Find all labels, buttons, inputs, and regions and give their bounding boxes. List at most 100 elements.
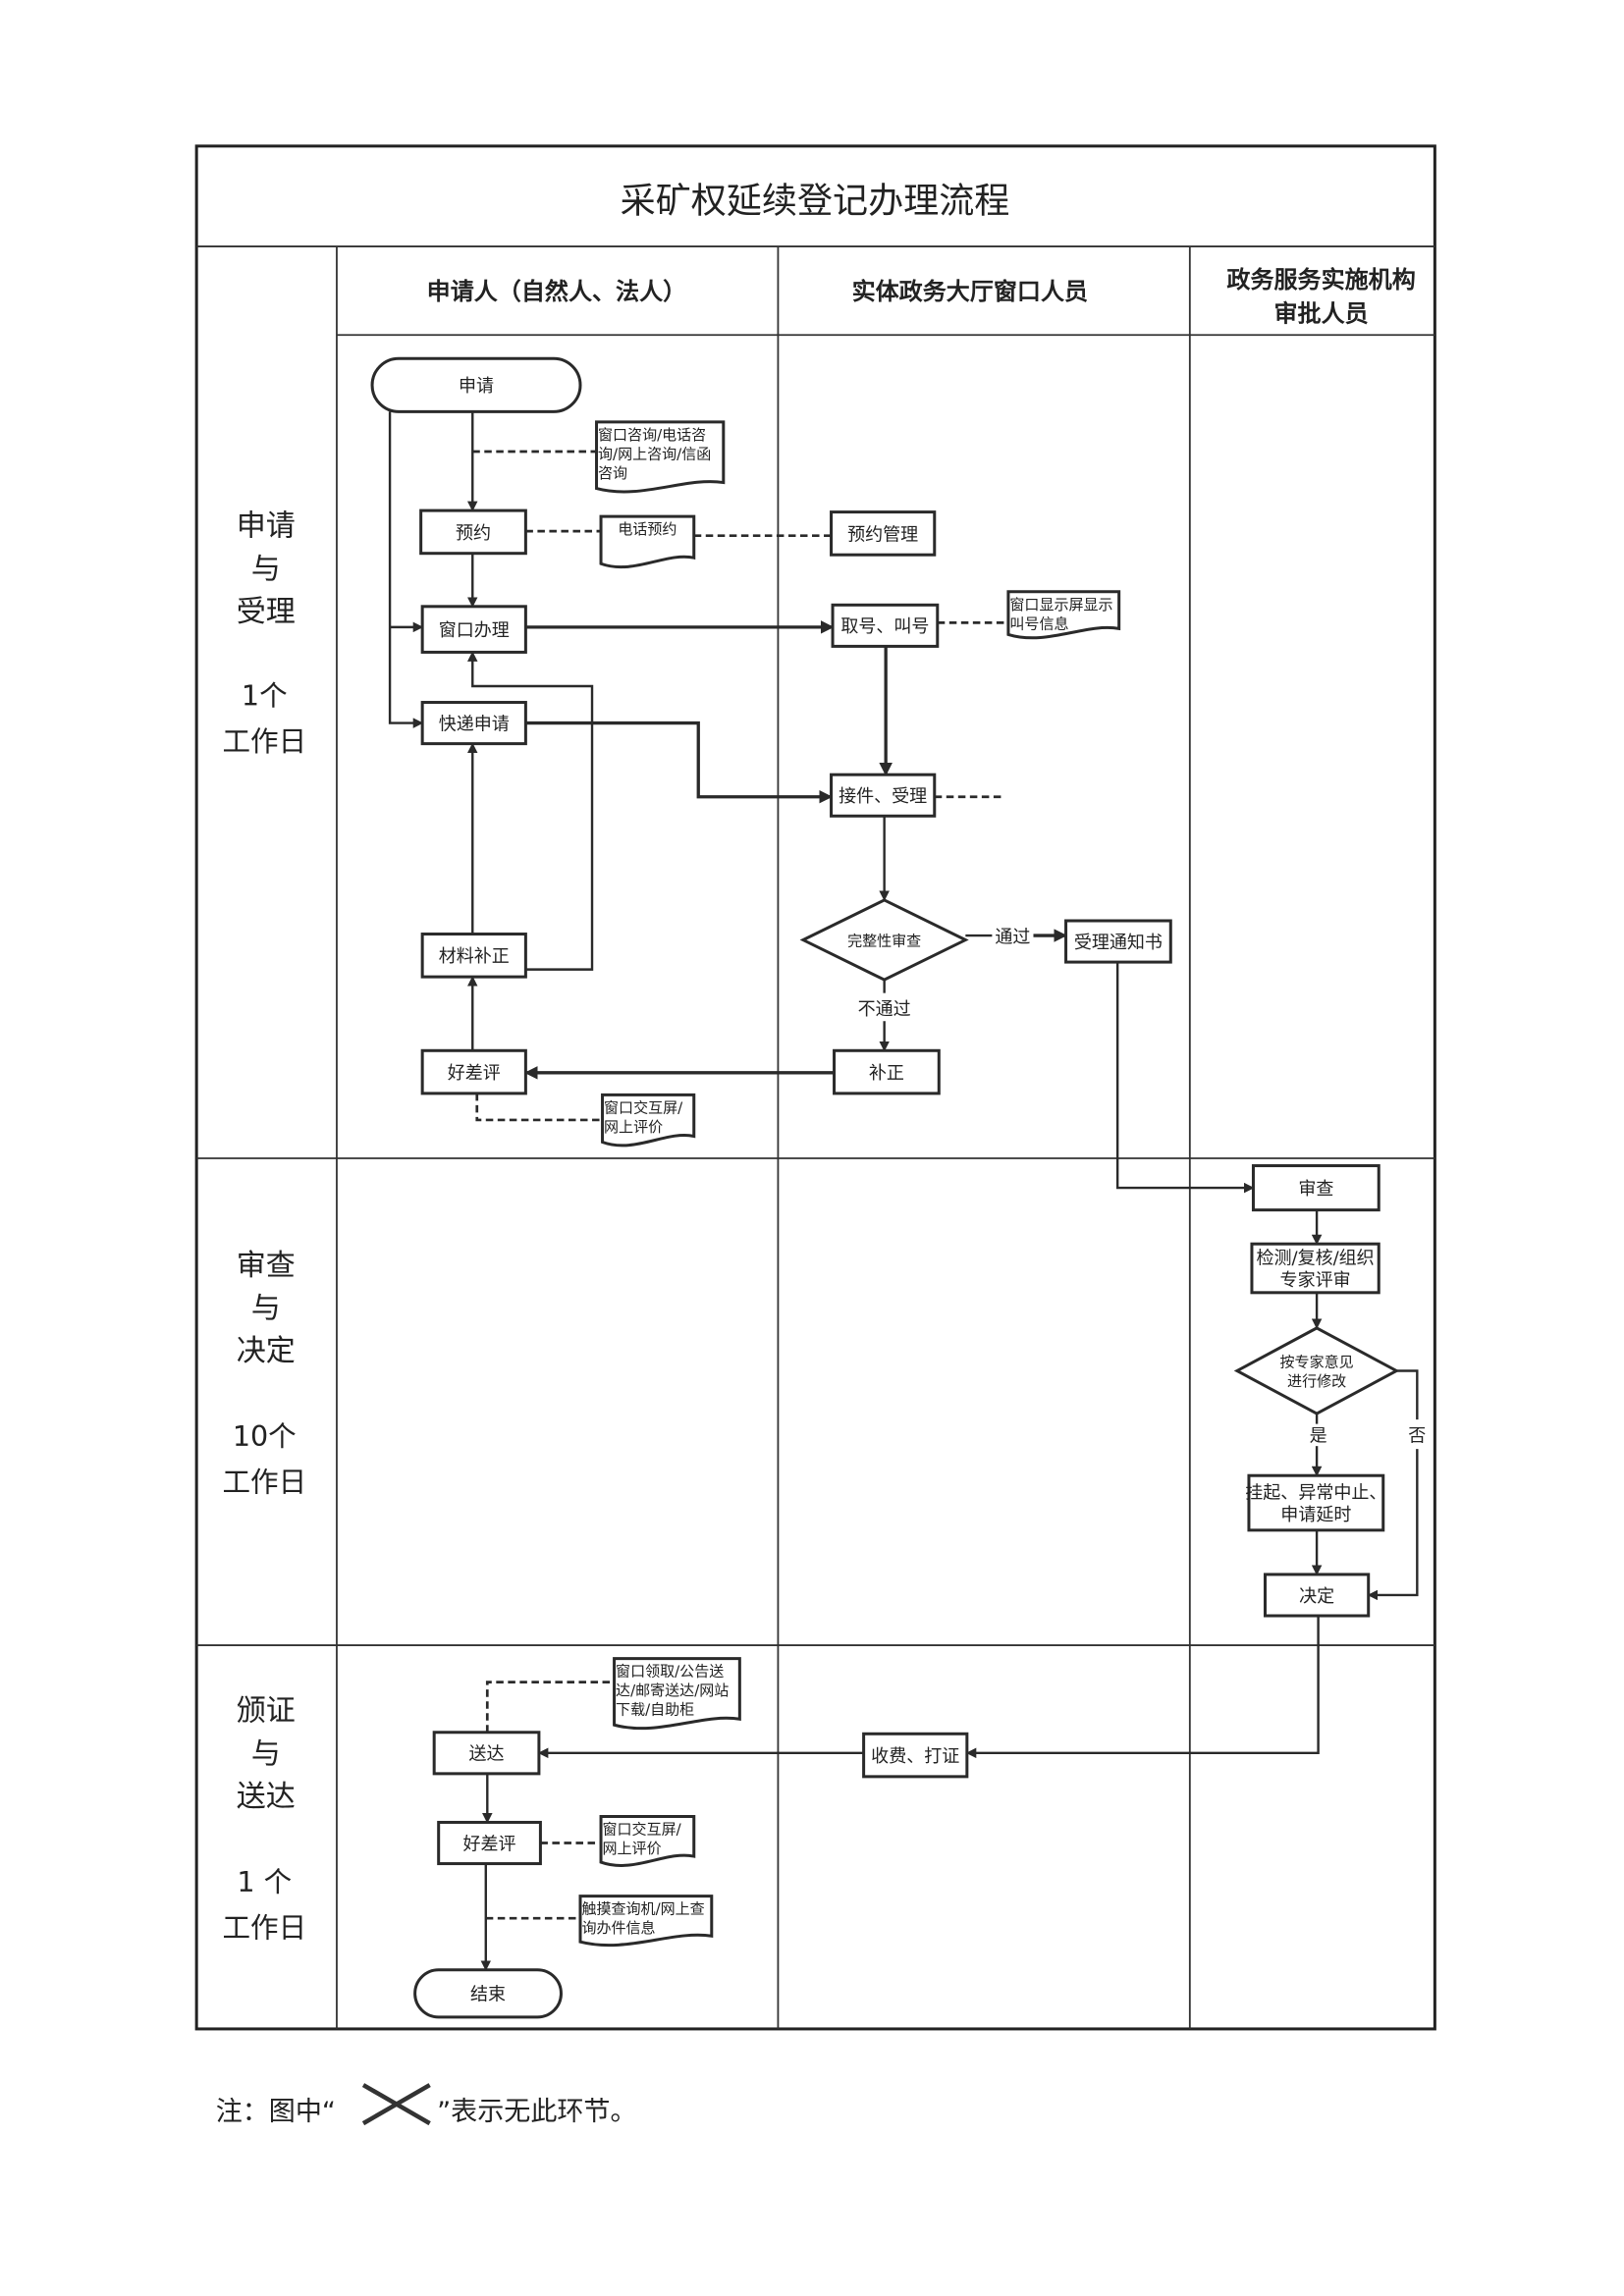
node-express: 快递申请	[420, 701, 527, 746]
node-end: 结束	[413, 1968, 563, 2019]
cross-icon	[361, 2083, 431, 2126]
node-review: 审查	[1251, 1164, 1380, 1212]
phase-name: 与	[251, 552, 281, 586]
flow-arrow	[1367, 1449, 1419, 1601]
node-label: 窗口显示屏显示	[1009, 596, 1112, 614]
node-queue: 取号、叫号	[831, 603, 940, 648]
phase-name: 审查	[237, 1249, 296, 1283]
note-suffix: ”表示无此环节。	[437, 2097, 636, 2127]
node-label: 结束	[470, 1985, 506, 2005]
node-label: 专家评审	[1280, 1270, 1351, 1291]
node-label: 取号、叫号	[840, 616, 929, 637]
phase-name: 受理	[237, 595, 296, 629]
node-label: 窗口办理	[439, 620, 510, 641]
lane-header-window-staff: 实体政务大厅窗口人员	[852, 278, 1088, 305]
node-label: 网上评价	[604, 1118, 663, 1136]
node-label: 询办件信息	[581, 1919, 655, 1937]
node-reserve-mgmt: 预约管理	[830, 510, 937, 557]
node-decide: 决定	[1263, 1573, 1371, 1618]
node-suspend: 挂起、异常中止、申请延时	[1245, 1473, 1386, 1532]
flow-arrow	[388, 411, 424, 728]
node-label: 送达	[469, 1744, 505, 1765]
node-label: 申请延时	[1280, 1505, 1351, 1525]
swimlane-grid	[194, 144, 1436, 2031]
node-label: 完整性审查	[847, 932, 921, 949]
node-rating1: 好差评	[420, 1048, 527, 1095]
note-prefix: 注：图中“	[216, 2097, 336, 2127]
node-label: 快递申请	[439, 714, 510, 734]
node-label: 触摸查询机/网上查	[581, 1900, 704, 1918]
node-label: 好差评	[448, 1063, 501, 1084]
node-label: 接件、受理	[839, 786, 927, 807]
node-label: 按专家意见	[1280, 1353, 1354, 1370]
node-label: 咨询	[598, 464, 627, 482]
node-reserve: 预约	[419, 508, 527, 556]
edge-label-no: 否	[1408, 1426, 1426, 1447]
flow-arrow	[1396, 1369, 1419, 1420]
node-accept-notice: 受理通知书	[1064, 919, 1172, 964]
note: 注：图中“ ”表示无此环节。	[216, 2083, 637, 2127]
phase-duration: 10个	[233, 1419, 297, 1453]
node-label: 决定	[1299, 1586, 1334, 1607]
node-material-fix: 材料补正	[420, 933, 527, 979]
node-label: 预约	[456, 523, 491, 544]
node-label: 窗口交互屏/	[603, 1820, 682, 1838]
node-label: 材料补正	[439, 946, 510, 967]
phase-name: 与	[251, 1736, 281, 1771]
node-label: 挂起、异常中止、	[1245, 1483, 1386, 1504]
lane-header-approver-line1: 政务服务实施机构	[1226, 266, 1415, 294]
dashed-connector	[485, 1681, 615, 1733]
node-accept: 接件、受理	[830, 773, 937, 818]
node-rating1-doc: 窗口交互屏/网上评价	[601, 1093, 696, 1148]
flow-arrow	[466, 651, 594, 971]
flow-arrow	[525, 721, 833, 804]
phase-name: 送达	[237, 1780, 296, 1814]
node-rating2: 好差评	[437, 1820, 542, 1866]
node-label: 收费、打证	[871, 1746, 959, 1767]
node-label: 电话预约	[618, 520, 677, 538]
edge-label-pass: 通过	[995, 928, 1030, 948]
phase-duration: 1个	[242, 679, 288, 713]
node-label: 申请	[459, 376, 494, 397]
node-label: 进行修改	[1287, 1372, 1346, 1390]
phase-duration: 工作日	[222, 1466, 306, 1499]
node-label: 预约管理	[847, 524, 918, 545]
node-fee: 收费、打证	[862, 1732, 969, 1779]
phase-duration: 工作日	[222, 1911, 306, 1945]
page-title: 采矿权延续登记办理流程	[621, 180, 1010, 221]
node-label: 询/网上咨询/信函	[598, 445, 711, 462]
flow-arrow	[965, 1616, 1320, 1759]
dashed-connector	[475, 1093, 603, 1122]
node-label: 下载/自助柜	[616, 1701, 694, 1719]
phase-name: 申请	[237, 509, 296, 544]
node-label: 窗口咨询/电话咨	[598, 426, 706, 444]
node-label: 补正	[869, 1063, 904, 1084]
node-label: 受理通知书	[1074, 933, 1163, 953]
phase-name: 与	[251, 1291, 281, 1325]
edge-label-fail: 不通过	[858, 999, 911, 1020]
flow-arrow	[1115, 962, 1255, 1194]
node-correct: 补正	[833, 1048, 941, 1095]
lane-header-approver-line2: 审批人员	[1274, 300, 1369, 328]
edge-label-yes: 是	[1310, 1426, 1327, 1447]
node-complete-check: 完整性审查	[799, 898, 969, 982]
node-apply: 申请	[370, 356, 582, 413]
phase-name: 决定	[237, 1334, 296, 1368]
node-rating2-doc: 窗口交互屏/网上评价	[599, 1814, 696, 1867]
lane-header-applicant: 申请人（自然人、法人）	[427, 278, 687, 305]
node-label: 窗口交互屏/	[604, 1098, 683, 1116]
node-label: 网上评价	[603, 1840, 662, 1857]
node-label: 叫号信息	[1009, 614, 1068, 632]
phase-duration: 工作日	[222, 724, 306, 758]
phase-name: 颁证	[237, 1694, 296, 1729]
node-label: 好差评	[463, 1834, 516, 1854]
